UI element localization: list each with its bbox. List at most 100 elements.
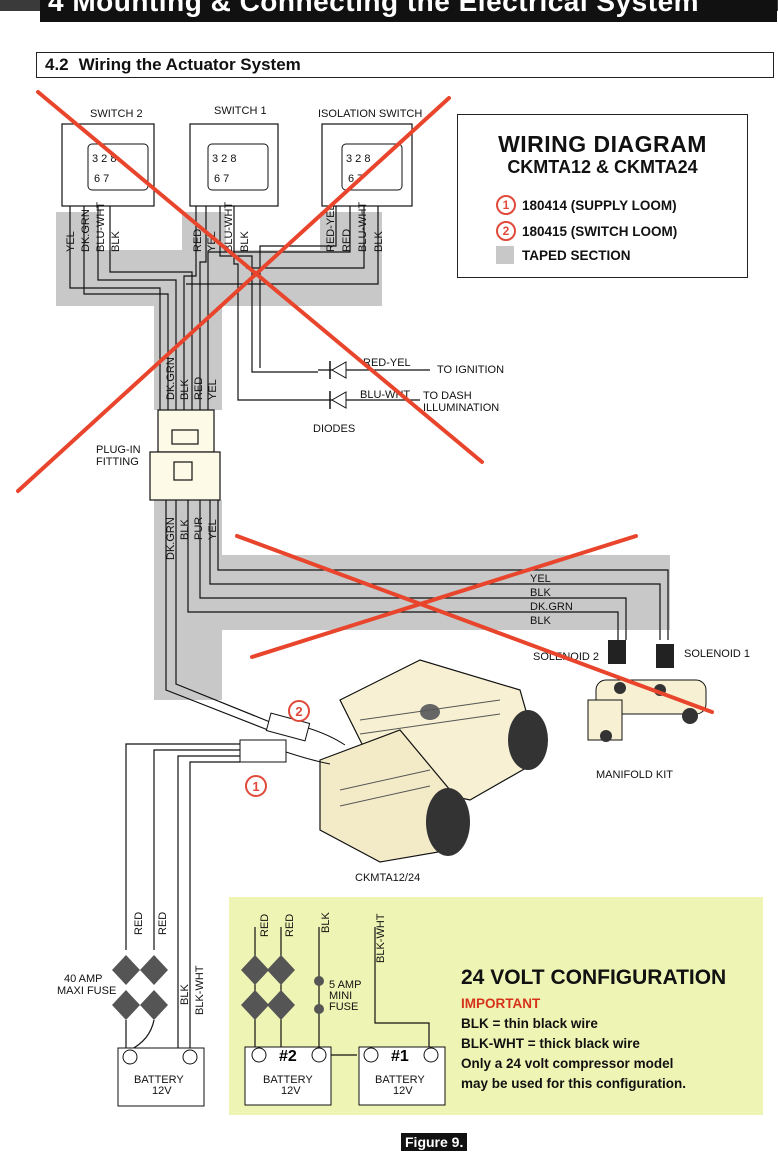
isolation-switch (321, 123, 413, 207)
switch-1-pins-bottom: 6 7 (214, 173, 229, 185)
wire-label: RED (284, 914, 296, 937)
wire-label: YEL (207, 519, 219, 540)
marker-1: 1 (245, 775, 267, 797)
isolation-switch-label: ISOLATION SWITCH (318, 108, 422, 120)
manifold-wire-2: BLK (530, 587, 551, 599)
wire-label: BLK (110, 231, 122, 252)
plug-label-1: PLUG-IN (96, 444, 141, 456)
wire-label: PUR (193, 517, 205, 540)
manifold-wire-3: DK.GRN (530, 601, 573, 613)
figure-caption: Figure 9. (401, 1133, 468, 1151)
maxi-fuse-24v (241, 955, 324, 1020)
config-24v-line-1: BLK = thin black wire (461, 1016, 598, 1031)
terminal-icon (311, 1047, 327, 1063)
manifold-wire-4: BLK (530, 615, 551, 627)
legend-box: WIRING DIAGRAM CKMTA12 & CKMTA24 1 180414… (457, 114, 748, 278)
battery-label: BATTERY (263, 1074, 313, 1086)
maxi-fuse-label-2: MAXI FUSE (57, 985, 116, 997)
mini-fuse-label-1: 5 AMP (329, 979, 361, 991)
diodes-label: DIODES (313, 423, 355, 435)
battery-voltage: 12V (393, 1085, 413, 1097)
wire-label: BLK (320, 912, 332, 933)
config-24v-line-2: BLK-WHT = thick black wire (461, 1036, 640, 1051)
taped-sections (56, 212, 670, 700)
solenoid-1-label: SOLENOID 1 (684, 648, 750, 660)
diode-dest-2b: ILLUMINATION (423, 402, 499, 414)
wire-label: BLK-WHT (194, 965, 206, 1015)
marker-icon: 2 (496, 221, 516, 241)
legend-subtitle: CKMTA12 & CKMTA24 (507, 157, 698, 177)
marker-icon: 1 (496, 195, 516, 215)
wire-label: BLK (239, 231, 251, 252)
battery-voltage: 12V (152, 1085, 172, 1097)
diode-wire-1: RED-YEL (363, 357, 411, 369)
wire-label: DK.GRN (80, 209, 92, 252)
wire-label: BLK (179, 984, 191, 1005)
config-24v-box: RED RED BLK BLK-WHT 5 AMP MINI FUSE #2 B… (229, 897, 763, 1115)
wire-label: YEL (65, 231, 77, 252)
manifold-kit (587, 640, 707, 742)
wire-label: DK.GRN (165, 357, 177, 400)
taped-swatch-icon (496, 246, 514, 264)
plug-in-fitting (149, 409, 221, 501)
marker-1-text: 1 (252, 779, 259, 794)
legend-item-taped: TAPED SECTION (496, 246, 631, 264)
terminal-icon (363, 1047, 379, 1063)
maxi-fuse-12v (112, 955, 168, 1020)
chapter-heading: 4 Mounting & Connecting the Electrical S… (40, 0, 777, 22)
switch-1-label: SWITCH 1 (214, 105, 267, 117)
section-number: 4.2 (45, 55, 69, 74)
wire-label: DK.GRN (165, 517, 177, 560)
wire-label: BLK-WHT (375, 913, 387, 963)
wire-label: BLU-WHT (357, 202, 369, 252)
wire-label: RED (341, 229, 353, 252)
manifold-kit-label: MANIFOLD KIT (596, 769, 673, 781)
plug-label-2: FITTING (96, 456, 139, 468)
switch-2-pins-bottom: 6 7 (94, 173, 109, 185)
battery-label: BATTERY (375, 1074, 425, 1086)
legend-item-supply: 1 180414 (SUPPLY LOOM) (496, 195, 677, 215)
legend-item-label: 180415 (SWITCH LOOM) (522, 223, 678, 239)
maxi-fuse-label-1: 40 AMP (64, 973, 103, 985)
chapter-title: 4 Mounting & Connecting the Electrical S… (48, 0, 700, 17)
compressor-label: CKMTA12/24 (355, 872, 420, 884)
wire-label: RED (259, 914, 271, 937)
battery-12v (117, 1047, 205, 1107)
loom-connectors (239, 712, 346, 765)
switch-2-label: SWITCH 2 (90, 108, 143, 120)
manifold-wire-1: YEL (530, 573, 551, 585)
mini-fuse-label-3: FUSE (329, 1001, 358, 1013)
switch-2 (61, 123, 155, 207)
marker-2-text: 2 (295, 704, 302, 719)
wire-label: RED (133, 912, 145, 935)
wire-label: RED-YEL (325, 204, 337, 252)
wire-label: BLU-WHT (95, 202, 107, 252)
legend-item-switch: 2 180415 (SWITCH LOOM) (496, 221, 677, 241)
config-24v-important: IMPORTANT (461, 996, 541, 1011)
wire-label: RED (193, 377, 205, 400)
config-24v-diagram: RED RED BLK BLK-WHT 5 AMP MINI FUSE #2 B… (241, 912, 446, 1106)
config-24v-line-3: Only a 24 volt compressor model (461, 1056, 674, 1071)
switch-1-pins-top: 3 2 8 (212, 153, 236, 165)
marker-2: 2 (288, 700, 310, 722)
mini-fuse-label-2: MINI (329, 990, 352, 1002)
wire-label: BLK (373, 231, 385, 252)
legend-title: WIRING DIAGRAM (498, 131, 707, 157)
switch-2-pins-top: 3 2 8 (92, 153, 116, 165)
config-24v-line-4: may be used for this configuration. (461, 1076, 687, 1091)
compressor (319, 659, 548, 863)
switch-wires (69, 206, 379, 420)
isolation-pins-top: 3 2 8 (346, 153, 370, 165)
diode-dest-2a: TO DASH (423, 390, 472, 402)
config-24v-title: 24 VOLT CONFIGURATION (461, 966, 727, 989)
battery-label: BATTERY (134, 1074, 184, 1086)
switch-1 (189, 123, 279, 207)
legend-item-label: 180414 (SUPPLY LOOM) (522, 197, 677, 213)
battery-2-number: #2 (279, 1048, 297, 1065)
legend-item-label: TAPED SECTION (522, 247, 631, 263)
wire-label: BLU-WHT (223, 202, 235, 252)
battery-voltage: 12V (281, 1085, 301, 1097)
wire-label: BLK (179, 519, 191, 540)
